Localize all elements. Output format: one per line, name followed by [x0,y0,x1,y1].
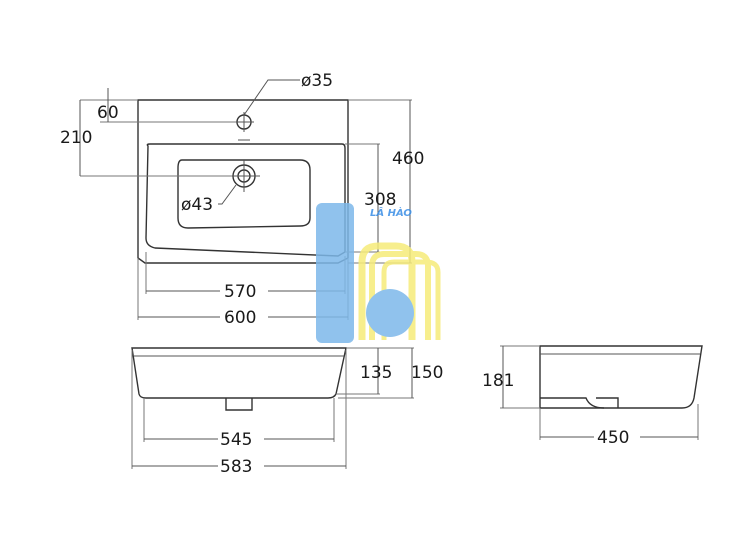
front-view: 135 150 545 583 [131,347,443,477]
basin-outline-front [131,347,347,399]
drain-offset-dim: 210 [60,128,92,148]
front-base-width-dim: 545 [220,430,252,450]
tap-offset-dim: 60 [97,103,119,123]
bowl-outline [145,143,346,257]
watermark-text: LÂ HÀO [370,205,412,219]
overall-width-dim: 600 [224,308,256,328]
front-top-width-dim: 583 [220,457,252,477]
front-bowl-height-dim: 135 [360,363,392,383]
tap-hole-dim: ø35 [301,71,333,91]
overall-depth-dim: 460 [392,149,424,169]
bowl-depth-dim: 308 [364,190,396,210]
front-overall-height-dim: 150 [411,363,443,383]
basin-outline-side [539,345,703,409]
side-view: 181 450 [482,345,703,448]
side-depth-dim: 450 [597,428,629,448]
side-height-dim: 181 [482,371,514,391]
bowl-width-dim: 570 [224,282,256,302]
side-drain [540,397,605,409]
drain-dim: ø43 [181,195,213,215]
watermark-logo: LÂ HÀO [316,203,441,343]
basin-recess [177,159,311,229]
front-drain [225,398,253,411]
